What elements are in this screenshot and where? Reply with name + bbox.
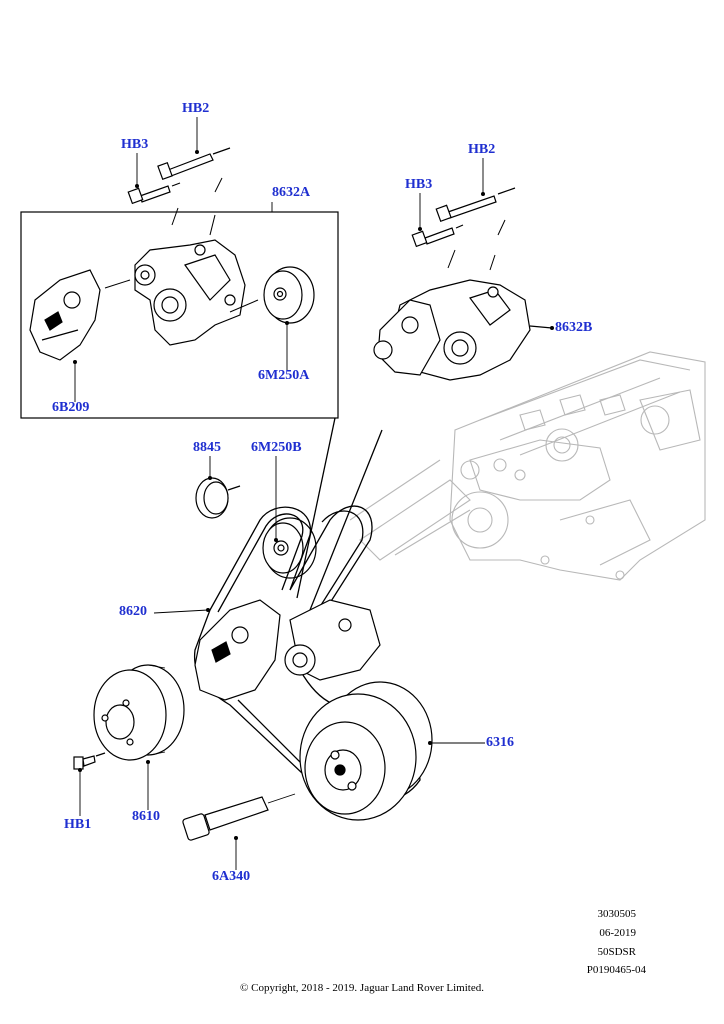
callout-8610[interactable]: 8610 (132, 809, 160, 824)
callout-6m250b[interactable]: 6M250B (251, 440, 302, 455)
ref-number: 3030505 (597, 908, 637, 920)
callout-6316[interactable]: 6316 (486, 735, 514, 750)
callout-8845[interactable]: 8845 (193, 440, 221, 455)
kit-box-8632a (20, 211, 339, 419)
bolt-hb3-right (411, 224, 464, 248)
bolt-hb1 (73, 752, 106, 770)
engine-block-outline (349, 351, 706, 581)
ref-date: 06-2019 (599, 927, 636, 939)
ref-code: 50SDSR (597, 946, 636, 958)
callout-hb2-right[interactable]: HB2 (468, 142, 496, 157)
dust-cap-8845 (195, 477, 241, 519)
ref-illustration-id: P0190465-04 (586, 964, 646, 976)
idler-pulley-6m250a (263, 266, 315, 324)
callout-hb3-top[interactable]: HB3 (121, 137, 149, 152)
bolt-hb2-right (435, 187, 516, 223)
callout-8620[interactable]: 8620 (119, 604, 147, 619)
callout-6b209[interactable]: 6B209 (52, 400, 90, 415)
bolt-hb2-top (157, 147, 231, 181)
engine-tensioner (194, 599, 381, 701)
assembly-guide-lines (171, 177, 223, 236)
callout-6a340[interactable]: 6A340 (212, 869, 251, 884)
callout-hb1[interactable]: HB1 (64, 817, 92, 832)
callout-hb2-top[interactable]: HB2 (182, 101, 210, 116)
tensioner-bracket-8632a (134, 239, 246, 346)
pulley-8610 (93, 664, 185, 761)
tensioner-arm-6b209 (29, 269, 101, 361)
callout-8632b[interactable]: 8632B (555, 320, 593, 335)
callout-8632a[interactable]: 8632A (272, 185, 311, 200)
bolt-hb3-top (127, 182, 181, 205)
callout-hb3-right[interactable]: HB3 (405, 177, 433, 192)
tensioner-assembly-8632b (373, 279, 553, 381)
leader-dots (73, 150, 554, 840)
crank-damper-6316 (299, 681, 433, 821)
explode-lines (296, 417, 383, 611)
crank-bolt-6a340 (182, 793, 296, 841)
callout-leaders (74, 117, 485, 870)
copyright-notice: © Copyright, 2018 - 2019. Jaguar Land Ro… (240, 982, 484, 994)
callout-6m250a[interactable]: 6M250A (258, 368, 310, 383)
